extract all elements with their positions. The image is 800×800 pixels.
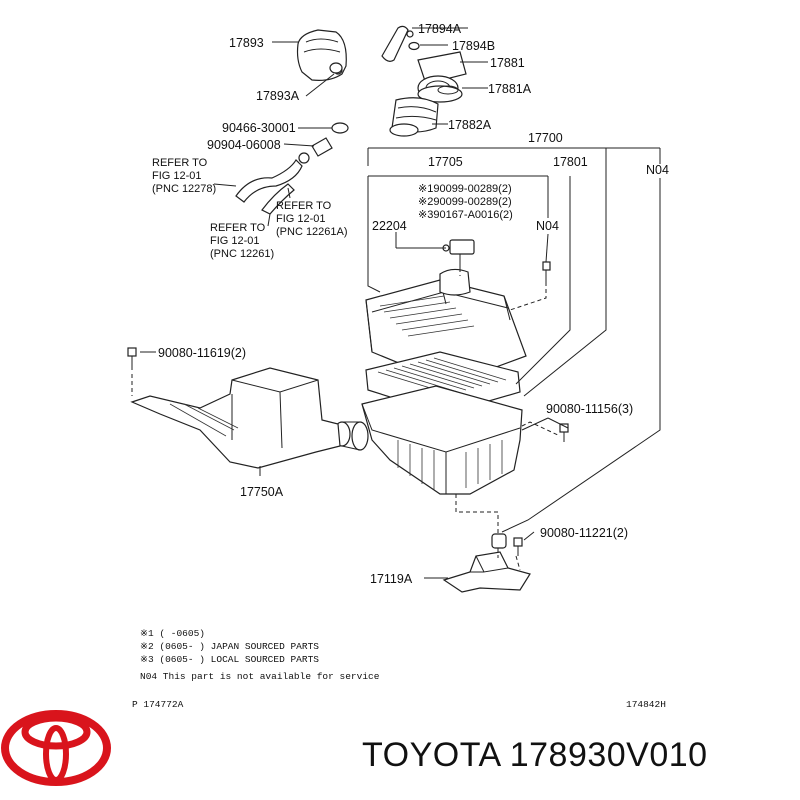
footer-left: P 174772A — [132, 699, 184, 710]
label-90466-30001: 90466-30001 — [222, 121, 296, 135]
label-n04-bolt: N04 — [536, 219, 559, 233]
legend-notes: ※1 ( -0605) ※2 (0605- ) JAPAN SOURCED PA… — [140, 628, 380, 682]
label-17801: 17801 — [553, 155, 588, 169]
svg-text:REFER TO: REFER TO — [210, 222, 266, 234]
label-17893A: 17893A — [256, 89, 300, 103]
bracket-17119A — [442, 551, 531, 593]
refer-note-12278: REFER TO FIG 12-01 (PNC 12278) — [152, 157, 216, 195]
svg-text:FIG 12-01: FIG 12-01 — [276, 213, 326, 225]
bolt-90080-11156 — [559, 423, 569, 442]
hose-17894A — [381, 25, 414, 62]
label-17119A: 17119A — [370, 572, 413, 586]
bolt-n04 — [542, 261, 551, 282]
note-4: N04 This part is not available for servi… — [140, 671, 380, 682]
svg-text:REFER TO: REFER TO — [152, 157, 208, 169]
cleaner-cap-17705 — [365, 268, 527, 385]
label-17700: 17700 — [528, 131, 563, 145]
note-1: ※1 ( -0605) — [140, 628, 205, 639]
toyota-logo — [1, 710, 111, 786]
label-17705: 17705 — [428, 155, 463, 169]
hose-pnc-12278 — [235, 159, 303, 203]
label-17894B: 17894B — [452, 39, 495, 53]
clamp-17881A — [417, 85, 463, 103]
clamp-17893A — [329, 62, 343, 74]
hose-pnc-12261 — [261, 183, 295, 215]
svg-text:(PNC 12261): (PNC 12261) — [210, 248, 274, 260]
label-17893: 17893 — [229, 36, 264, 50]
label-17881A: 17881A — [488, 82, 532, 96]
label-22204: 22204 — [372, 219, 407, 233]
bolt-90080-11221 — [513, 537, 523, 556]
leader-lines — [131, 27, 661, 579]
grommet — [491, 533, 507, 549]
sensor-22204 — [442, 239, 475, 272]
bolt-90080-11619 — [127, 347, 137, 370]
label-90080-11619: 90080-11619(2) — [158, 346, 246, 360]
clip-90466-30001 — [331, 122, 349, 134]
inlet-duct-17750A — [130, 367, 341, 469]
callout-labels: 17893 17893A 17894A 17894B 17881 17881A … — [158, 22, 669, 586]
label-n04-right: N04 — [646, 163, 669, 177]
label-sub-3: ※390167-A0016(2) — [418, 209, 513, 221]
label-90080-11156: 90080-11156(3) — [546, 402, 633, 416]
note-2: ※2 (0605- ) JAPAN SOURCED PARTS — [140, 641, 319, 652]
hose-17882A — [389, 97, 439, 137]
part-90904-06008 — [298, 137, 333, 164]
label-17881: 17881 — [490, 56, 525, 70]
note-3: ※3 (0605- ) LOCAL SOURCED PARTS — [140, 654, 319, 665]
grommet-17894B — [408, 41, 420, 51]
label-17750A: 17750A — [240, 485, 284, 499]
footer-right: 174842H — [626, 699, 666, 710]
svg-text:(PNC 12278): (PNC 12278) — [152, 183, 216, 195]
svg-text:(PNC 12261A): (PNC 12261A) — [276, 226, 348, 238]
label-sub-2: ※290099-00289(2) — [418, 196, 512, 208]
label-90904-06008: 90904-06008 — [207, 138, 281, 152]
svg-text:FIG 12-01: FIG 12-01 — [210, 235, 260, 247]
svg-text:REFER TO: REFER TO — [276, 200, 332, 212]
cleaner-case — [333, 385, 523, 495]
refer-note-12261A: REFER TO FIG 12-01 (PNC 12261A) — [276, 200, 348, 238]
refer-note-12261: REFER TO FIG 12-01 (PNC 12261) — [210, 222, 274, 260]
label-17882A: 17882A — [448, 118, 492, 132]
brand-part-number: TOYOTA 178930V010 — [362, 736, 708, 774]
svg-text:FIG 12-01: FIG 12-01 — [152, 170, 202, 182]
label-17894A: 17894A — [418, 22, 462, 36]
label-sub-1: ※190099-00289(2) — [418, 183, 512, 195]
label-90080-11221: 90080-11221(2) — [540, 526, 628, 540]
